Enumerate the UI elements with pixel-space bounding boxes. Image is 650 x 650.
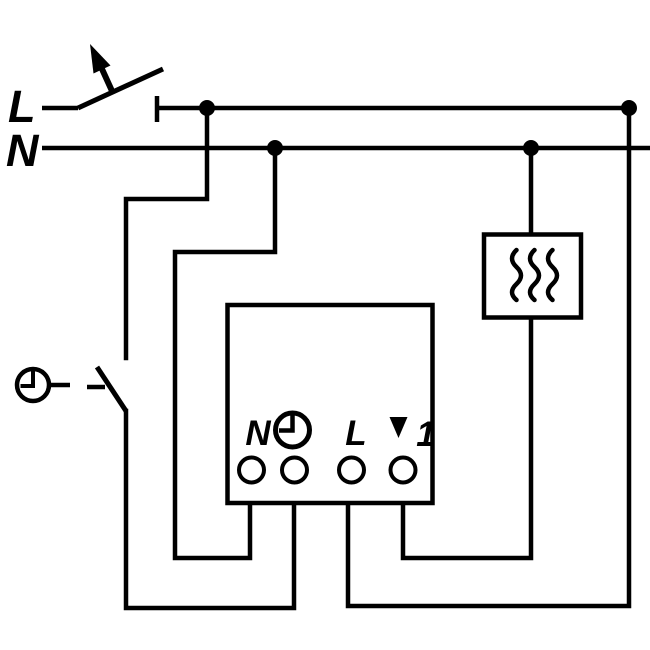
triangle-down-icon bbox=[389, 417, 408, 438]
heating-element-icon bbox=[509, 247, 560, 303]
terminal-n bbox=[237, 455, 266, 485]
terminal-n-label: N bbox=[245, 414, 271, 453]
junction-dots bbox=[199, 100, 637, 156]
terminal-1-label: 1 bbox=[416, 415, 435, 454]
timer-contact bbox=[14, 365, 129, 413]
supply-neutral-label: N bbox=[6, 125, 40, 176]
terminal-clock bbox=[280, 455, 309, 485]
actuation-arrow-icon bbox=[90, 44, 115, 93]
terminal-1 bbox=[388, 455, 418, 485]
clock-icon bbox=[14, 366, 52, 404]
terminal-l-label: L bbox=[345, 414, 366, 453]
heater-box bbox=[481, 232, 584, 320]
supply-line-label: L bbox=[8, 81, 36, 132]
wire-line-to-timer-contact bbox=[123, 105, 210, 361]
wire-timer-to-clock-terminal bbox=[123, 408, 297, 611]
line-switch bbox=[42, 44, 165, 122]
clock-icon bbox=[273, 410, 312, 450]
terminal-l bbox=[337, 455, 366, 485]
wire-neutral-to-n-terminal bbox=[172, 145, 278, 561]
device-box: N L 1 bbox=[225, 302, 436, 506]
wire-line-to-l-terminal bbox=[345, 105, 632, 609]
wire-heater-to-load-terminal bbox=[400, 313, 534, 561]
